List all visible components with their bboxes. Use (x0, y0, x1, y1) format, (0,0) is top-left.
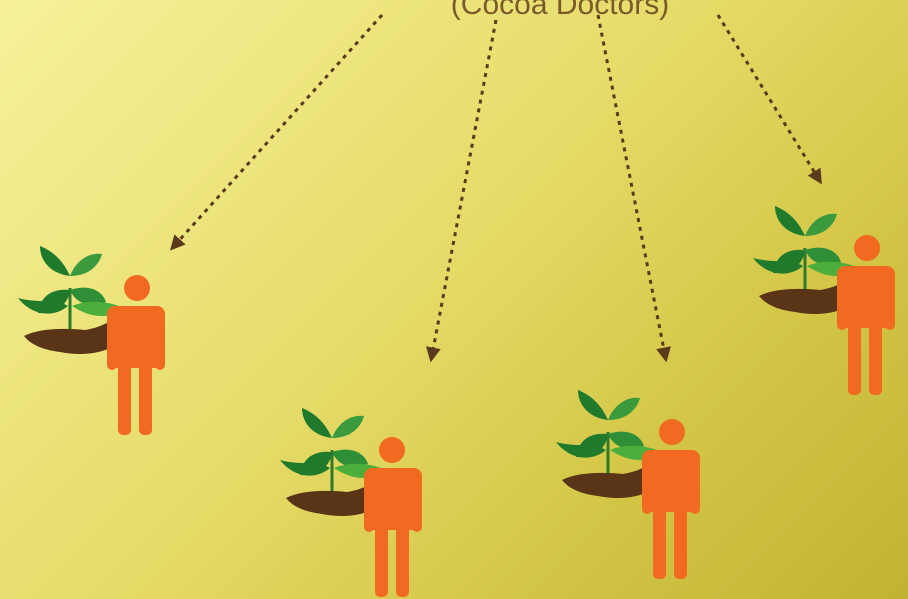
source-label: (Cocoa Doctors) (450, 0, 670, 21)
arrow-4 (716, 14, 822, 185)
arrow-1 (169, 13, 384, 251)
farmer-figure-2 (272, 390, 432, 599)
arrow-2 (426, 19, 498, 363)
farmer-figure-1 (10, 228, 170, 438)
hand-icon (24, 320, 114, 354)
person-icon (642, 419, 700, 579)
person-icon (107, 275, 165, 435)
hand-icon (759, 280, 849, 314)
person-icon (364, 437, 422, 597)
hand-icon (286, 482, 376, 516)
hand-icon (562, 464, 652, 498)
farmer-figure-4 (745, 188, 905, 398)
farmer-figure-3 (548, 372, 708, 582)
farmer-illustration (280, 408, 422, 597)
farmer-illustration (18, 246, 165, 435)
farmer-illustration (753, 206, 895, 395)
seedling-icon (18, 246, 124, 333)
seedling-icon (556, 390, 662, 477)
farmer-illustration (556, 390, 700, 579)
arrow-3 (596, 14, 671, 363)
person-icon (837, 235, 895, 395)
